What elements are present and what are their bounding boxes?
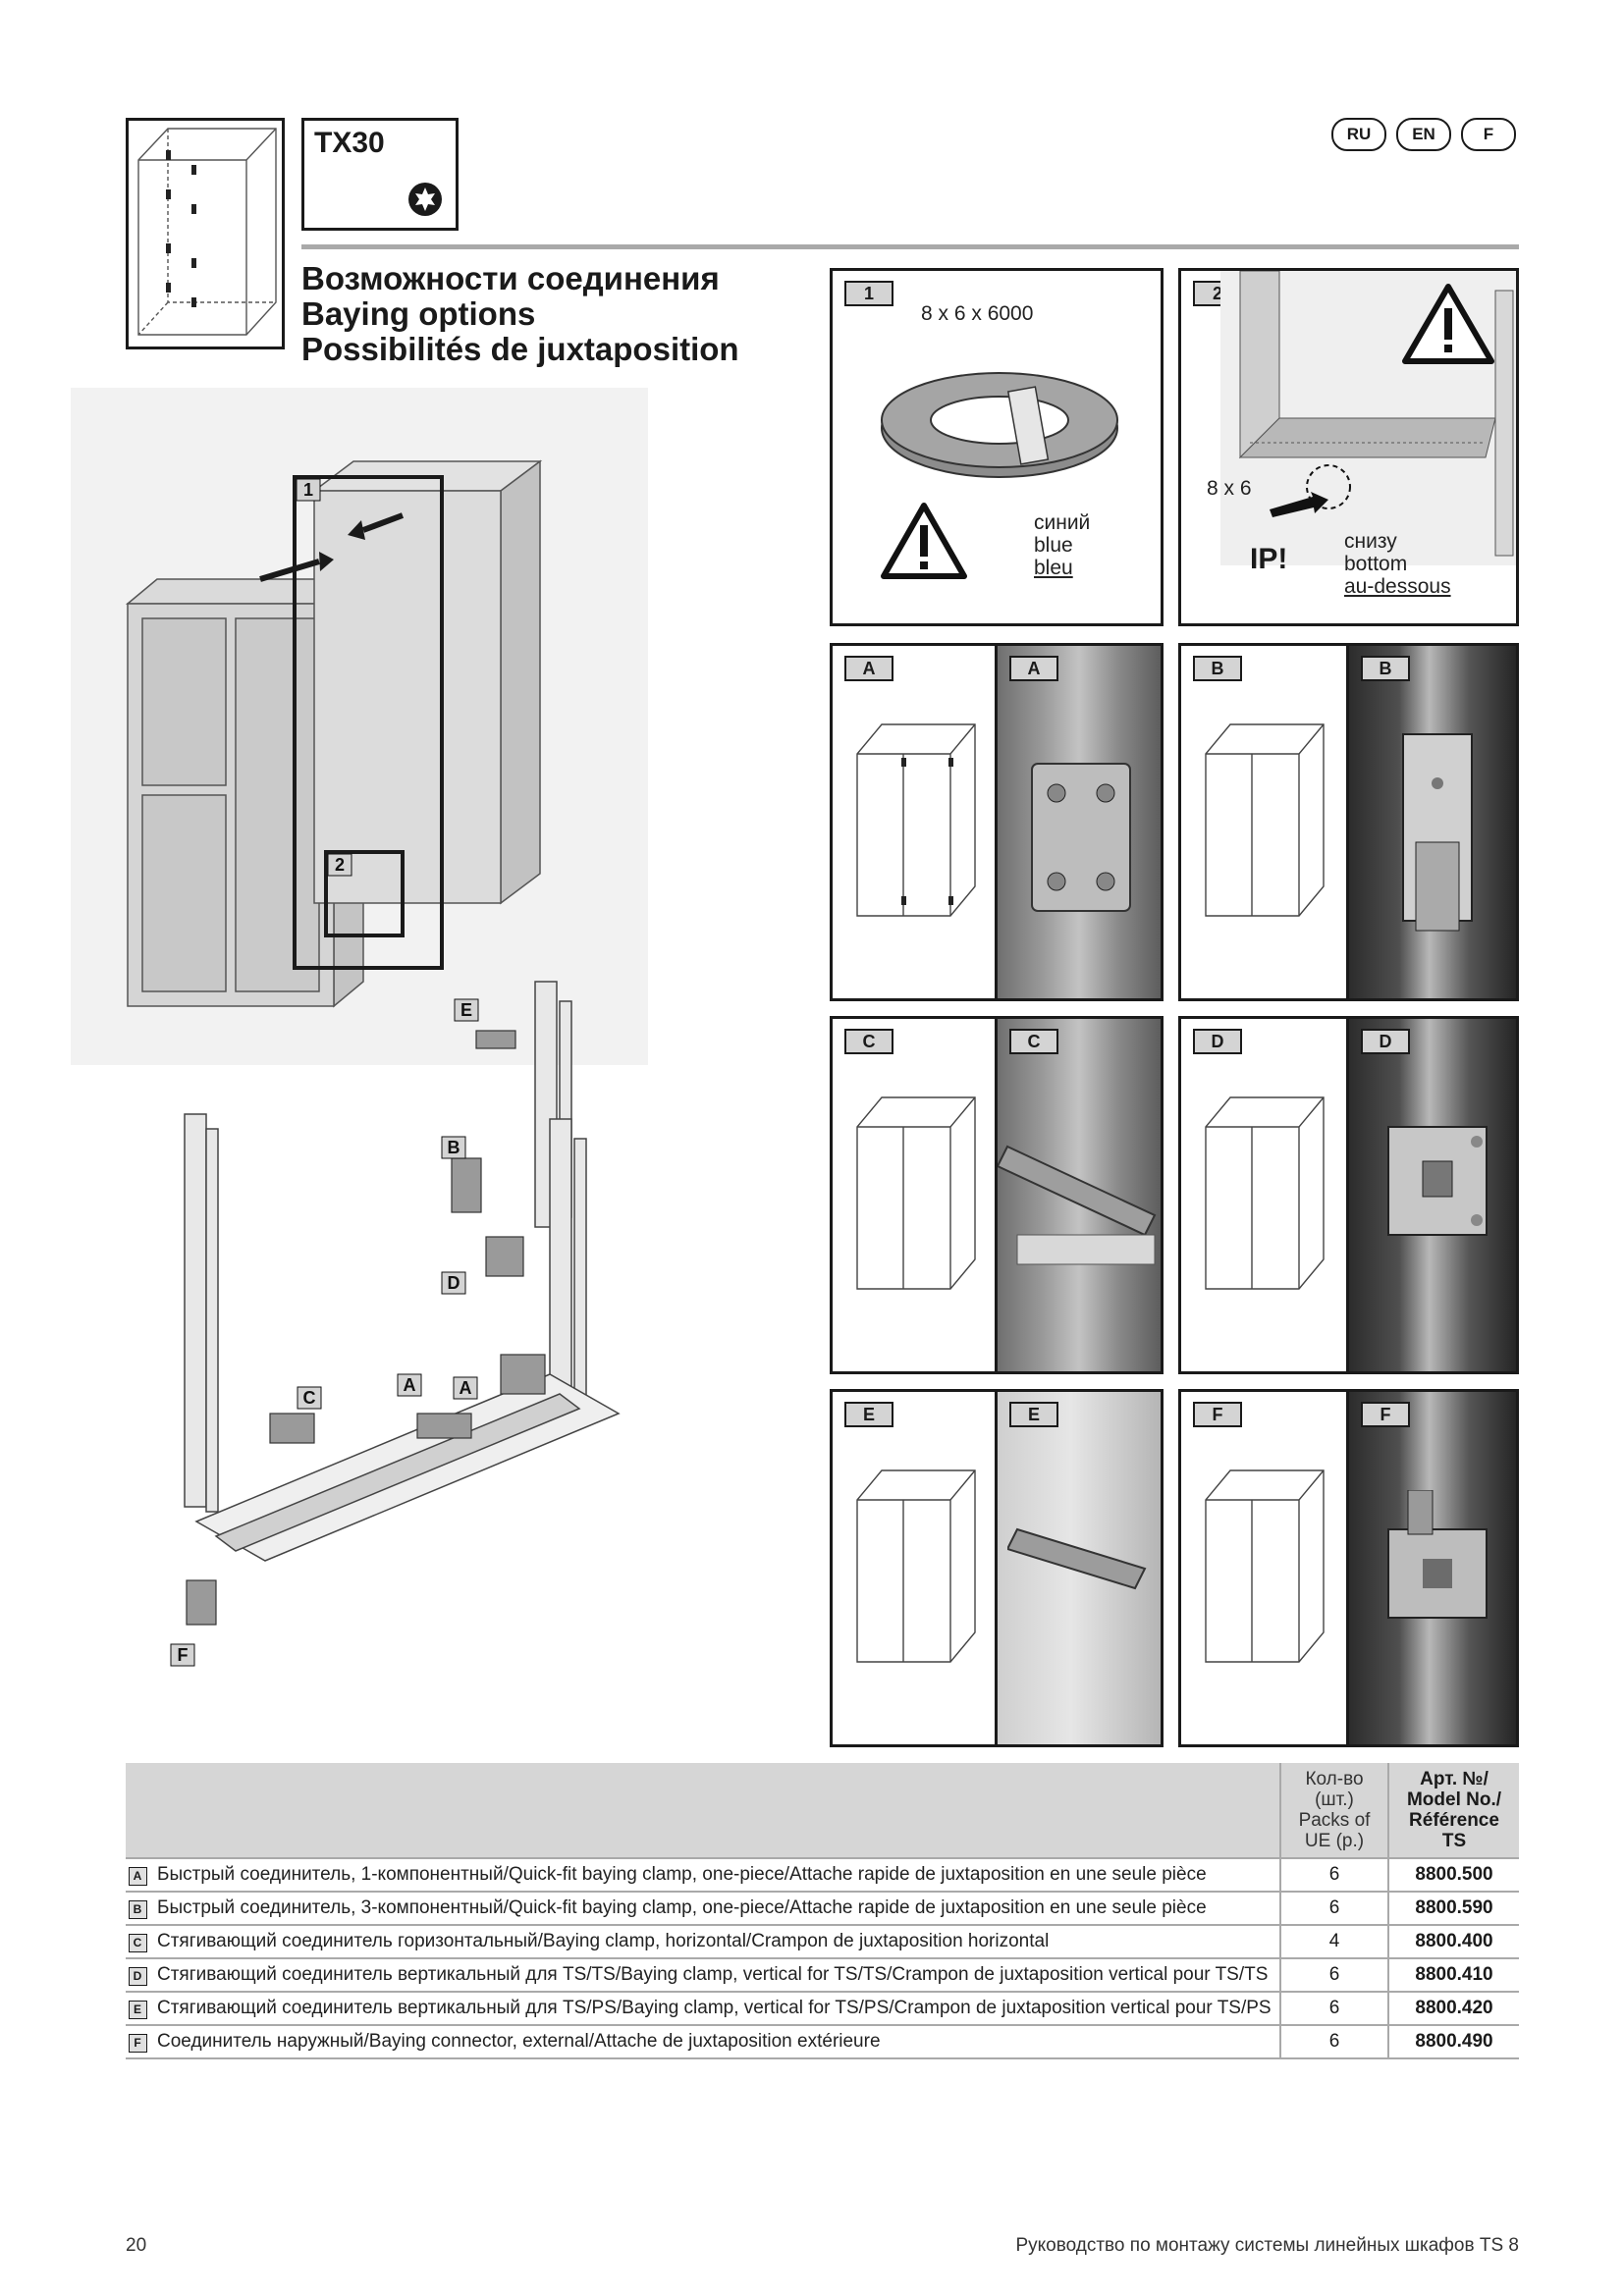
lang-ru: RU	[1331, 118, 1386, 151]
cabinet-pair-icon	[1205, 1469, 1325, 1663]
callout-f: F	[178, 1645, 189, 1665]
vertical-clamp-ps-icon	[1007, 1527, 1147, 1590]
panel-f: F F	[1178, 1389, 1519, 1747]
table-row: A Быстрый соединитель, 1-компонентный/Qu…	[126, 1858, 1519, 1893]
seal-color-en: blue	[1034, 534, 1073, 557]
warning-icon-2	[1402, 284, 1494, 364]
panel-c-photo: C	[998, 1019, 1161, 1371]
title-fr: Possibilités de juxtaposition	[301, 331, 739, 367]
cabinet-pair-icon	[1205, 1096, 1325, 1290]
title-ru: Возможности соединения	[301, 260, 720, 296]
callout-b: B	[448, 1138, 460, 1157]
table-row: D Стягивающий соединитель вертикальный д…	[126, 1958, 1519, 1993]
table-row: E Стягивающий соединитель вертикальный д…	[126, 1992, 1519, 2026]
panel-a: A A	[830, 643, 1164, 1001]
callout-c: C	[303, 1388, 316, 1408]
title-en: Baying options	[301, 295, 536, 332]
arrow-icon	[1270, 492, 1328, 517]
seal-size-label: 8 x 6 x 6000	[921, 302, 1034, 325]
cabinet-pair-icon	[1205, 723, 1325, 917]
panel-c-tag: C	[844, 1029, 893, 1054]
tool-code: TX30	[314, 127, 385, 159]
panel-e-photo: E	[998, 1392, 1161, 1744]
cabinet-pair-icon	[856, 723, 976, 917]
callout-e: E	[460, 1000, 472, 1020]
panel-e-tag: E	[844, 1402, 893, 1427]
panel-b-photo-tag: B	[1361, 656, 1410, 681]
panel-1-tag: 1	[844, 281, 893, 306]
panel-d-tag: D	[1193, 1029, 1242, 1054]
table-row: F Соединитель наружный/Baying connector,…	[126, 2025, 1519, 2059]
panel-f-photo-tag: F	[1361, 1402, 1410, 1427]
panel-a-photo: A	[998, 646, 1161, 998]
panel-e: E E	[830, 1389, 1164, 1747]
seal-roll-icon	[881, 372, 1118, 478]
horizontal-clamp-icon	[998, 1145, 1157, 1265]
tool-box: TX30	[301, 118, 459, 231]
panel-c: C C	[830, 1016, 1164, 1374]
callout-a-upper: A	[460, 1378, 472, 1398]
vertical-clamp-icon	[1387, 1126, 1488, 1236]
panel-f-tag: F	[1193, 1402, 1242, 1427]
panel-e-photo-tag: E	[1009, 1402, 1058, 1427]
position-en: bottom	[1344, 553, 1408, 575]
seal-color-ru: синий	[1034, 511, 1091, 534]
cabinet-outline-icon	[137, 128, 277, 336]
overview-illustration: 1 2 E B D A C A F	[71, 388, 648, 1667]
panel-b-tag: B	[1193, 656, 1242, 681]
panel-d-photo-tag: D	[1361, 1029, 1410, 1054]
header-rule	[301, 244, 1519, 249]
cabinet-pair-icon	[856, 1469, 976, 1663]
table-row: C Стягивающий соединитель горизонтальный…	[126, 1925, 1519, 1959]
language-selector: RU EN F	[1331, 118, 1516, 151]
callout-1: 1	[303, 480, 313, 500]
panel-b: B B	[1178, 643, 1519, 1001]
page-title: Возможности соединения Baying options Po…	[301, 261, 739, 367]
seal-color-fr: bleu	[1034, 557, 1073, 579]
panel-1: 1 8 x 6 x 6000 синий blue bleu	[830, 268, 1164, 626]
panel-a-photo-tag: A	[1009, 656, 1058, 681]
panel-2: 2 8 x 6 IP! снизу bottom au-dessous	[1178, 268, 1519, 626]
cabinet-thumbnail	[126, 118, 285, 349]
panel-b-photo: B	[1349, 646, 1516, 998]
ip-warning: IP!	[1250, 543, 1288, 575]
position-ru: снизу	[1344, 530, 1397, 553]
panel-d-photo: D	[1349, 1019, 1516, 1371]
callout-a-lower: A	[404, 1375, 416, 1395]
panel-c-photo-tag: C	[1009, 1029, 1058, 1054]
document-title: Руководство по монтажу системы линейных …	[1015, 2235, 1519, 2256]
seal-size-2-label: 8 x 6	[1207, 477, 1252, 500]
panel-f-photo: F	[1349, 1392, 1516, 1744]
callout-d: D	[448, 1273, 460, 1293]
position-fr: au-dessous	[1344, 575, 1451, 598]
torx-icon	[408, 183, 442, 216]
callout-2: 2	[335, 855, 345, 875]
lang-f: F	[1461, 118, 1516, 151]
panel-d: D D	[1178, 1016, 1519, 1374]
three-part-clamp-icon	[1402, 733, 1473, 932]
lang-en: EN	[1396, 118, 1451, 151]
cabinet-pair-icon	[856, 1096, 976, 1290]
panel-a-tag: A	[844, 656, 893, 681]
warning-icon	[881, 503, 967, 579]
page-number: 20	[126, 2235, 147, 2256]
table-row: B Быстрый соединитель, 3-компонентный/Qu…	[126, 1892, 1519, 1926]
external-connector-icon	[1387, 1490, 1488, 1619]
quick-fit-clamp-icon	[1031, 763, 1131, 912]
